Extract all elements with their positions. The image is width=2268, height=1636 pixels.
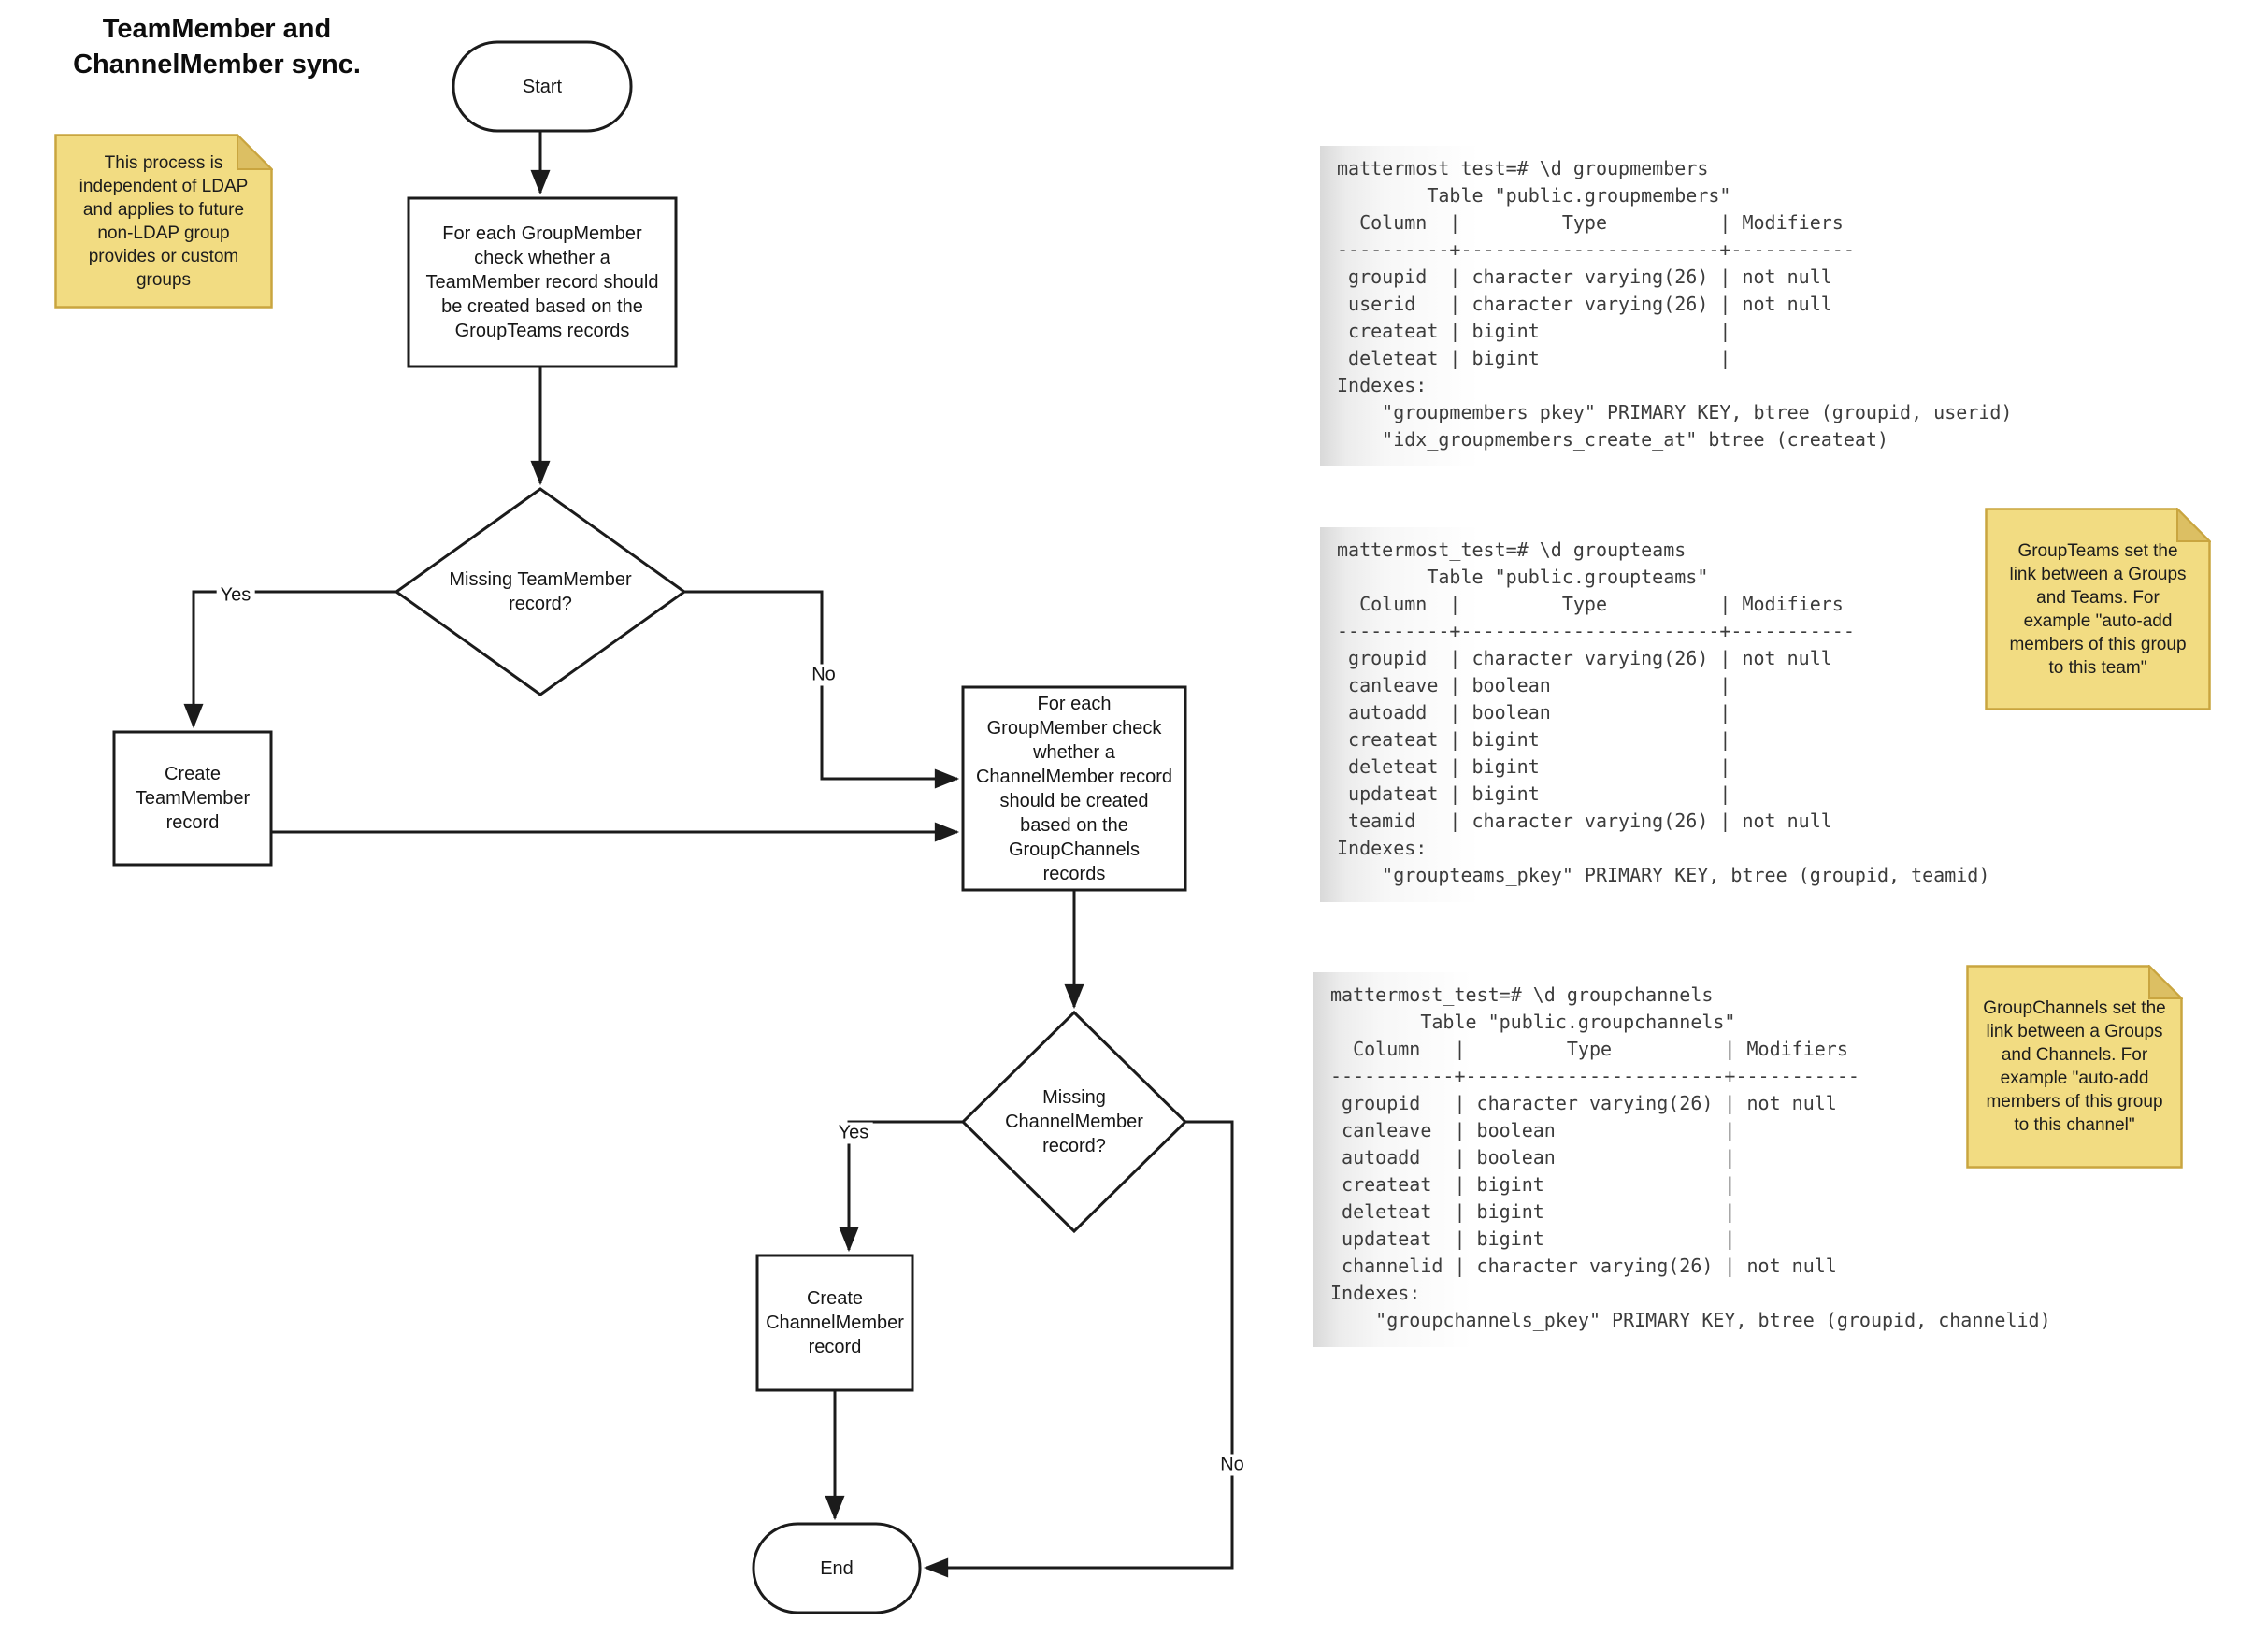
note-groupteams-text: GroupTeams set the link between a Groups… (2009, 540, 2187, 678)
terminal-groupteams-text: mattermost_test=# \d groupteams Table "p… (1337, 538, 1990, 886)
note-groupchannels: GroupChannels set the link between a Gro… (1966, 965, 2183, 1169)
page-title: TeamMember and ChannelMember sync. (73, 14, 361, 79)
create-channelmember-label: Create ChannelMember record (766, 1288, 904, 1357)
edge-decision2-yes (839, 1120, 963, 1253)
decision2-shape (960, 1010, 1188, 1234)
start-node-label: Start (522, 76, 563, 97)
terminal-groupmembers-text: mattermost_test=# \d groupmembers Table … (1337, 157, 2013, 451)
terminal-groupchannels: mattermost_test=# \d groupchannels Table… (1313, 972, 2051, 1347)
decision1-yes-label: Yes (216, 584, 255, 607)
decision1-no-label: No (808, 664, 840, 686)
note-ldap-background (54, 134, 273, 309)
terminal-groupteams: mattermost_test=# \d groupteams Table "p… (1320, 527, 1990, 902)
create-teammember-shape (112, 730, 273, 867)
create-teammember-label: Create TeamMember record (135, 764, 251, 833)
edge-decision2-no (923, 1120, 1234, 1578)
decision2-yes-label: Yes (834, 1122, 873, 1144)
note-groupchannels-background (1966, 965, 2183, 1169)
terminal-groupmembers: mattermost_test=# \d groupmembers Table … (1320, 146, 2017, 466)
end-node-shape (752, 1522, 922, 1614)
note-ldap: This process is independent of LDAP and … (54, 134, 273, 309)
edge-decision1-yes (183, 590, 396, 729)
start-node-shape (452, 40, 633, 133)
decision2-label: Missing ChannelMember record? (1005, 1087, 1143, 1156)
process2-label: For each GroupMember check whether a Cha… (975, 693, 1173, 884)
note-groupteams-background (1985, 508, 2211, 710)
end-node-label: End (820, 1557, 854, 1579)
process2-shape (961, 685, 1187, 892)
decision1-shape (394, 487, 687, 696)
process1-label: For each GroupMember check whether a Tea… (425, 223, 659, 341)
decision2-no-label: No (1216, 1454, 1248, 1476)
process1-shape (407, 196, 678, 368)
note-groupchannels-text: GroupChannels set the link between a Gro… (1983, 998, 2166, 1135)
decision1-label: Missing TeamMember record? (449, 569, 632, 614)
note-groupteams: GroupTeams set the link between a Groups… (1985, 508, 2211, 710)
create-channelmember-shape (755, 1254, 914, 1392)
terminal-groupchannels-text: mattermost_test=# \d groupchannels Table… (1330, 983, 2051, 1331)
note-ldap-text: This process is independent of LDAP and … (79, 152, 249, 290)
